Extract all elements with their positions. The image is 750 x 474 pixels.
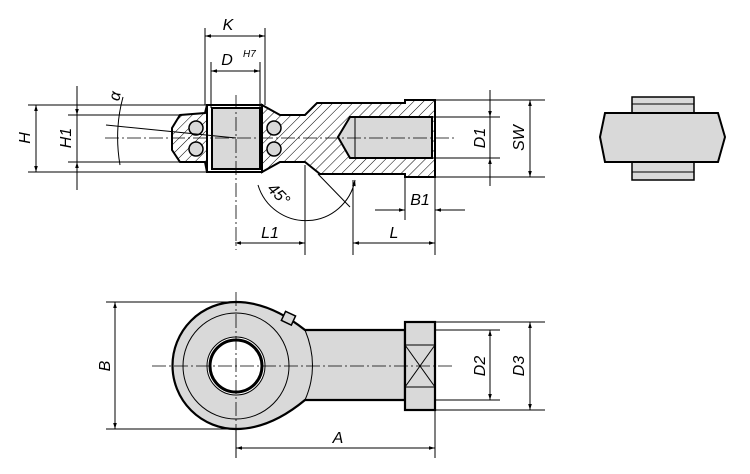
label-L: L: [390, 225, 399, 242]
label-L1: L1: [261, 225, 279, 242]
label-SW: SW: [511, 123, 528, 151]
plan-view: B A D2 D3: [97, 292, 545, 458]
label-B1: B1: [410, 192, 430, 209]
label-H: H: [17, 132, 34, 144]
label-D-tolerance: H7: [243, 49, 256, 60]
label-B: B: [97, 360, 114, 371]
label-K: K: [223, 17, 235, 34]
thread-bore: [336, 116, 433, 159]
ball: [188, 141, 204, 157]
label-alpha: α: [106, 89, 124, 102]
label-H1: H1: [58, 128, 75, 148]
side-view: [598, 96, 727, 181]
label-D3: D3: [511, 356, 528, 377]
label-A: A: [332, 430, 344, 447]
ball: [266, 120, 282, 136]
label-angle: 45°: [264, 180, 294, 210]
label-D: D: [221, 52, 233, 69]
grease-nipple: [280, 310, 297, 327]
section-view: K D H7 H H1 α 45° L1 L B1 D1 SW: [17, 17, 545, 255]
ball: [188, 120, 204, 136]
label-D1: D1: [472, 128, 489, 148]
label-D2: D2: [472, 356, 489, 377]
ball: [266, 141, 282, 157]
